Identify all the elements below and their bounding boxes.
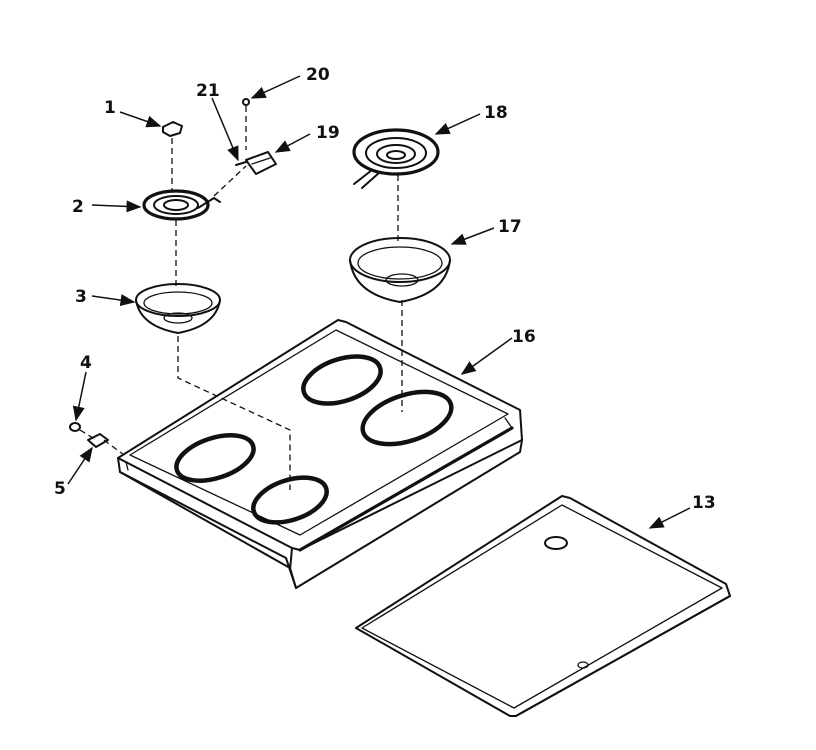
callout-3: 3 xyxy=(75,287,87,307)
large-surface-element xyxy=(352,128,440,189)
callout-labels: 1 2 3 4 5 13 16 17 18 19 20 21 xyxy=(54,65,716,513)
burner-opening-back-left xyxy=(174,433,256,483)
callout-4: 4 xyxy=(80,353,92,373)
small-surface-element xyxy=(142,189,221,221)
burner-openings xyxy=(174,354,454,525)
burner-opening-back-right xyxy=(301,354,383,406)
part-19-terminal-block xyxy=(245,151,277,175)
callout-21: 21 xyxy=(196,81,220,101)
burner-opening-front-right xyxy=(360,389,454,447)
small-drip-bowl xyxy=(135,283,221,334)
part-4-screw xyxy=(69,422,81,432)
callout-16: 16 xyxy=(512,327,536,347)
callout-13: 13 xyxy=(692,493,716,513)
part-21-wire xyxy=(235,161,247,166)
assembly-lines xyxy=(79,106,403,490)
cooktop xyxy=(117,319,523,589)
callout-18: 18 xyxy=(484,103,508,123)
callout-19: 19 xyxy=(316,123,340,143)
large-drip-bowl xyxy=(349,237,451,303)
callout-leaders xyxy=(67,75,691,529)
part-5-clip xyxy=(87,433,109,448)
part-20-screw xyxy=(242,98,250,106)
callout-1: 1 xyxy=(104,98,116,118)
callout-5: 5 xyxy=(54,479,66,499)
callout-20: 20 xyxy=(306,65,330,85)
callout-17: 17 xyxy=(498,217,522,237)
panel xyxy=(355,495,731,717)
part-1-knob xyxy=(162,121,183,137)
burner-opening-front-left xyxy=(251,475,329,525)
callout-2: 2 xyxy=(72,197,84,217)
